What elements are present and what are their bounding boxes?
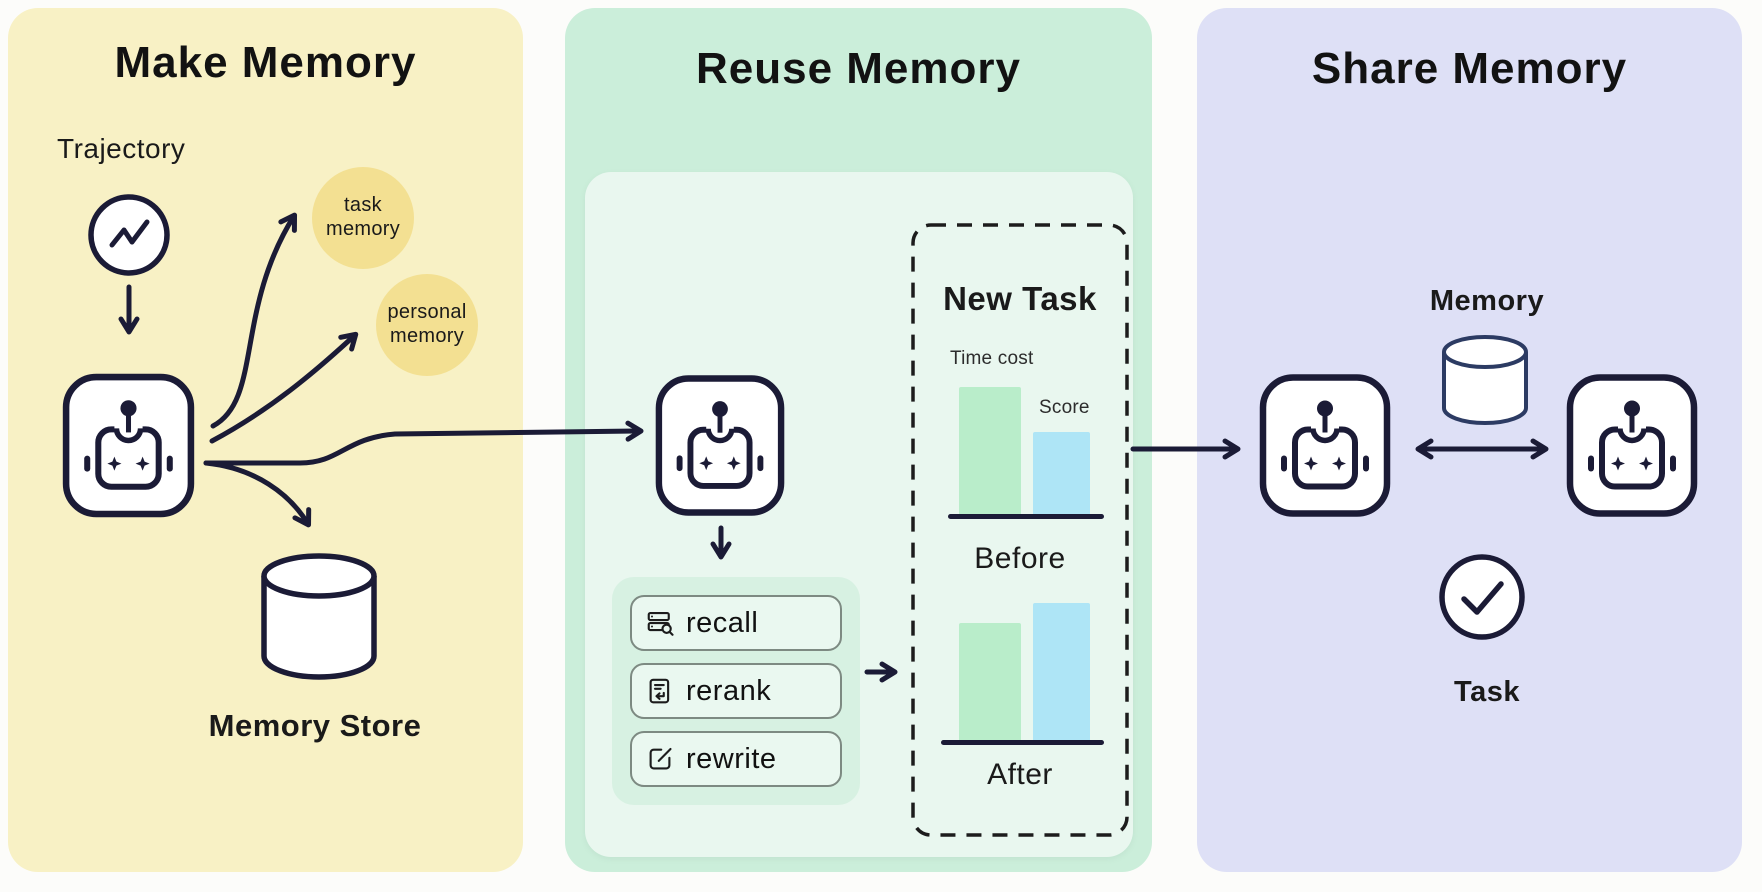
before-time-cost-bar [959, 387, 1021, 516]
shared-task-label: Task [1454, 676, 1520, 708]
list-search-icon [647, 611, 674, 636]
task-memory-line2: memory [325, 218, 401, 240]
task-check-circle-icon [1439, 554, 1525, 640]
reuse-memory-title: Reuse Memory [695, 44, 1021, 93]
recall-button[interactable]: recall [630, 595, 842, 651]
score-label: Score [1039, 397, 1090, 418]
personal-memory-line2: memory [389, 325, 465, 347]
before-label: Before [974, 542, 1066, 575]
make-memory-title: Make Memory [114, 38, 417, 87]
edit-square-icon [649, 747, 672, 770]
rerank-button-label: rerank [686, 674, 772, 707]
share-memory-title: Share Memory [1311, 44, 1628, 93]
task-memory-circle: task memory [312, 167, 414, 269]
recall-button-label: recall [686, 606, 759, 639]
document-return-icon [649, 678, 670, 704]
after-time-cost-bar [959, 623, 1021, 742]
new-task-title: New Task [943, 280, 1097, 317]
robot-agent-icon [653, 371, 787, 520]
rewrite-button[interactable]: rewrite [630, 731, 842, 787]
rerank-button[interactable]: rerank [630, 663, 842, 719]
trajectory-label: Trajectory [57, 133, 186, 164]
robot-agent-icon [1257, 371, 1393, 520]
time-cost-label: Time cost [950, 348, 1034, 369]
memory-store-cylinder-icon [261, 553, 377, 680]
memory-store-label: Memory Store [208, 708, 422, 743]
shared-memory-label: Memory [1429, 285, 1545, 317]
after-label: After [987, 758, 1053, 791]
before-score-bar [1033, 432, 1090, 516]
after-score-bar [1033, 603, 1090, 742]
shared-memory-cylinder-icon [1442, 335, 1528, 425]
task-memory-line1: task [344, 194, 382, 217]
before-axis-line [948, 514, 1104, 519]
personal-memory-circle: personal memory [376, 274, 478, 376]
rewrite-button-label: rewrite [686, 742, 777, 775]
personal-memory-line1: personal [387, 301, 467, 324]
robot-agent-icon [1564, 371, 1700, 520]
trajectory-zigzag-icon [88, 194, 170, 276]
after-axis-line [941, 740, 1104, 745]
robot-agent-icon [60, 371, 197, 520]
